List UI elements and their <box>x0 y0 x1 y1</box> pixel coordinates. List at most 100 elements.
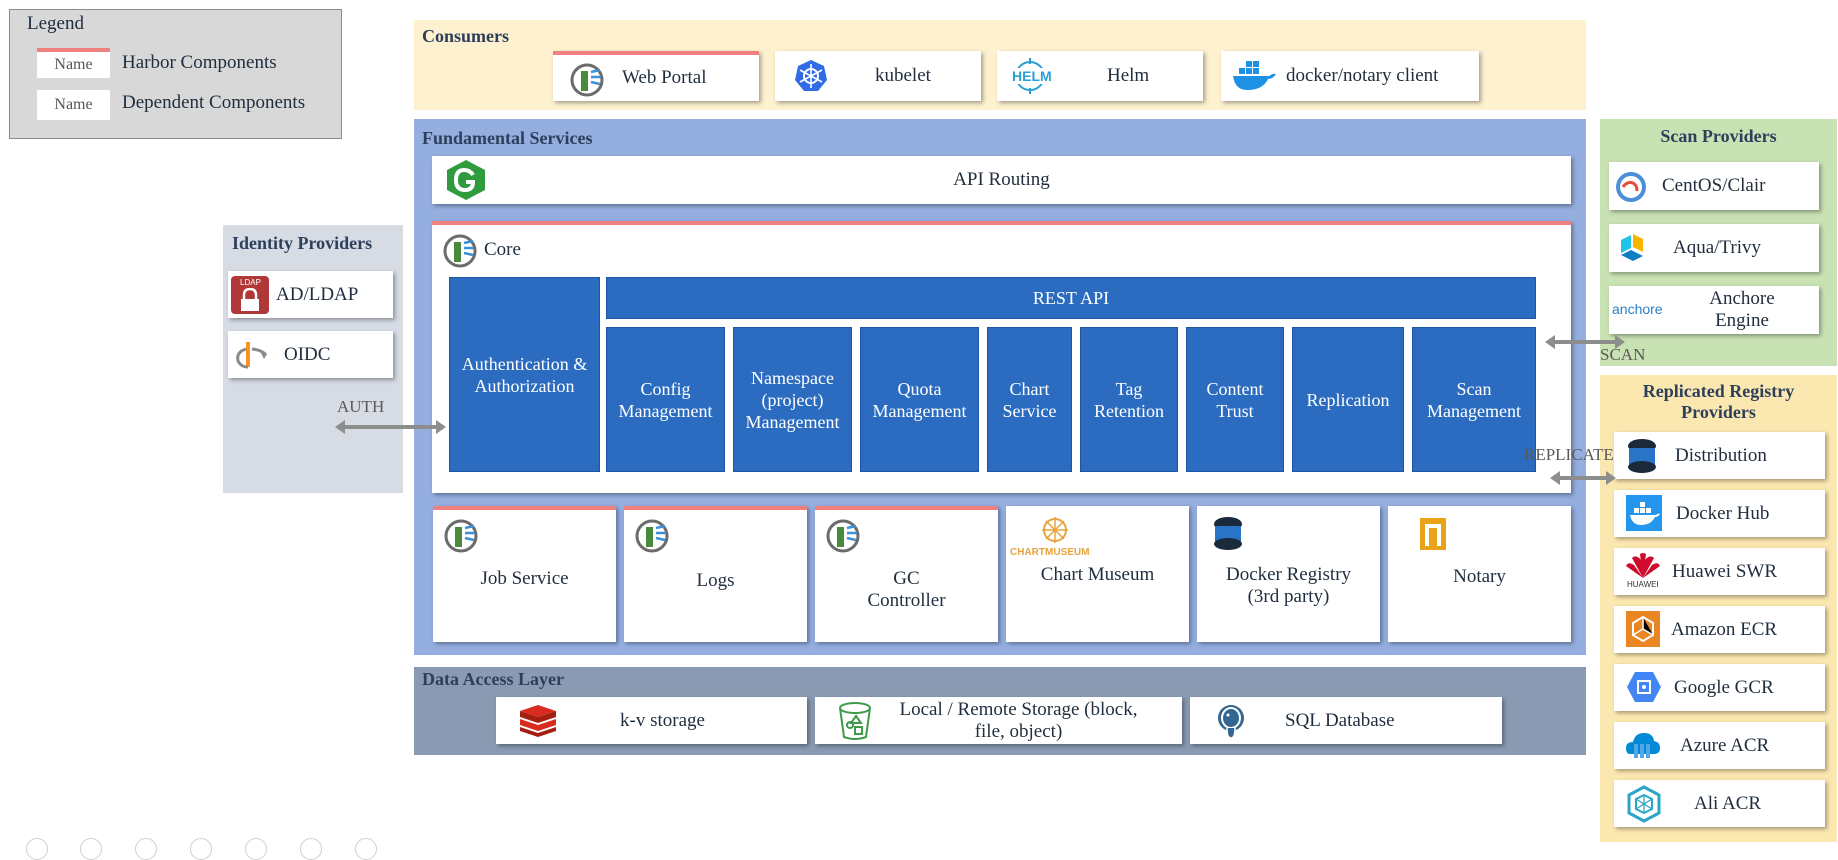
kv-storage-label: k-v storage <box>620 709 705 731</box>
docker-client-label: docker/notary client <box>1286 65 1439 86</box>
harbor-icon <box>634 518 670 560</box>
docker-hub-label: Docker Hub <box>1676 502 1770 524</box>
distribution-label: Distribution <box>1675 444 1767 466</box>
carousel-dot[interactable] <box>135 838 157 860</box>
google-gcr-icon <box>1626 669 1662 711</box>
replicate-connector-arrow <box>1550 471 1616 485</box>
trivy-label: Aqua/Trivy <box>1673 237 1761 258</box>
anchore-logo: anchore <box>1612 301 1663 317</box>
chart-service-module: Chart Service <box>987 327 1072 472</box>
job-service-card: Job Service <box>433 506 616 642</box>
distribution-icon <box>1624 437 1660 481</box>
helm-card: HELM Helm <box>997 51 1203 101</box>
ldap-card: LDAP AD/LDAP <box>228 271 393 318</box>
consumers-title: Consumers <box>422 26 510 46</box>
config-management-module: Config Management <box>606 327 725 472</box>
legend-harbor-swatch: Name <box>37 48 110 78</box>
helm-logo-text: HELM <box>1011 68 1053 84</box>
carousel-dot[interactable] <box>80 838 102 860</box>
anchore-card: anchore Anchore Engine <box>1609 286 1819 334</box>
rest-api-bar: REST API <box>606 277 1536 319</box>
quota-management-module: Quota Management <box>860 327 979 472</box>
google-gcr-card: Google GCR <box>1614 664 1825 711</box>
oidc-card: OIDC <box>228 331 393 378</box>
harbor-icon <box>569 62 605 104</box>
bucket-icon <box>837 701 873 747</box>
azure-acr-card: Azure ACR <box>1614 722 1825 769</box>
auth-connector-label: AUTH <box>337 397 385 416</box>
oidc-label: OIDC <box>284 343 331 365</box>
auth-module: Authentication & Authorization <box>449 277 600 472</box>
chartmuseum-logo-text: CHARTMUSEUM <box>1010 547 1090 558</box>
auth-connector-arrow <box>335 420 446 434</box>
harbor-icon <box>443 518 479 560</box>
clair-card: CentOS/Clair <box>1609 162 1819 210</box>
openid-icon <box>234 339 270 375</box>
azure-acr-label: Azure ACR <box>1680 734 1770 756</box>
trivy-card: Aqua/Trivy <box>1609 224 1819 272</box>
carousel-dot[interactable] <box>355 838 377 860</box>
harbor-icon <box>442 233 478 274</box>
scan-connector-arrow <box>1545 335 1625 349</box>
google-gcr-label: Google GCR <box>1674 676 1774 698</box>
gc-controller-card: GC Controller <box>815 506 998 642</box>
identity-providers-title: Identity Providers <box>232 233 373 253</box>
carousel-dot[interactable] <box>245 838 267 860</box>
gc-controller-label: GC Controller <box>867 568 946 611</box>
replication-module: Replication <box>1292 327 1404 472</box>
storage-card: Local / Remote Storage (block, file, obj… <box>815 697 1182 744</box>
carousel-dot[interactable] <box>300 838 322 860</box>
huawei-icon: HUAWEI <box>1624 552 1662 592</box>
web-portal-card: Web Portal <box>553 51 759 101</box>
api-routing-label: API Routing <box>953 169 1050 190</box>
replicated-providers-title: Replicated Registry Providers <box>1642 381 1795 422</box>
tag-retention-module: Tag Retention <box>1080 327 1178 472</box>
legend: Legend Name Harbor Components Name Depen… <box>9 9 342 139</box>
legend-swatch-text: Name <box>54 56 93 73</box>
content-trust-module: Content Trust <box>1186 327 1284 472</box>
trivy-icon <box>1617 232 1647 268</box>
kubelet-card: kubelet <box>775 51 981 101</box>
ldap-label: AD/LDAP <box>276 283 359 305</box>
ali-acr-card: Ali ACR <box>1614 780 1825 827</box>
amazon-ecr-card: Amazon ECR <box>1614 606 1825 653</box>
legend-dependent-swatch: Name <box>37 90 110 120</box>
legend-swatch-text: Name <box>54 96 93 113</box>
docker-hub-icon <box>1626 495 1662 531</box>
helm-label: Helm <box>1107 65 1150 86</box>
notary-label: Notary <box>1453 566 1506 587</box>
fundamental-services-title: Fundamental Services <box>422 128 593 148</box>
notary-card: Notary <box>1388 506 1571 642</box>
redis-icon <box>518 703 558 743</box>
carousel-dot[interactable] <box>190 838 212 860</box>
legend-dependent-label: Dependent Components <box>122 92 306 113</box>
ldap-icon: LDAP <box>231 276 269 314</box>
chart-museum-card: CHARTMUSEUM Chart Museum <box>1006 506 1189 642</box>
api-routing-card: API Routing <box>432 156 1571 204</box>
nginx-icon <box>444 159 488 207</box>
amazon-ecr-label: Amazon ECR <box>1671 618 1778 640</box>
chart-museum-label: Chart Museum <box>1040 564 1155 585</box>
sql-database-label: SQL Database <box>1285 709 1395 731</box>
ldap-badge-text: LDAP <box>240 278 261 287</box>
huawei-swr-label: Huawei SWR <box>1672 560 1778 582</box>
web-portal-label: Web Portal <box>622 67 707 88</box>
storage-label: Local / Remote Storage (block, file, obj… <box>899 698 1138 742</box>
docker-whale-icon <box>1231 60 1277 98</box>
logs-label: Logs <box>696 570 735 591</box>
clair-label: CentOS/Clair <box>1662 175 1766 196</box>
scan-providers-title: Scan Providers <box>1660 126 1777 146</box>
ali-acr-label: Ali ACR <box>1694 792 1762 814</box>
scan-connector-label: SCAN <box>1600 345 1646 364</box>
kubernetes-icon <box>793 58 829 100</box>
anchore-label: Anchore Engine <box>1709 288 1775 331</box>
docker-registry-label: Docker Registry (3rd party) <box>1225 564 1352 607</box>
legend-harbor-label: Harbor Components <box>122 52 277 73</box>
huawei-logo-text: HUAWEI <box>1627 580 1659 589</box>
carousel-dot[interactable] <box>26 838 48 860</box>
harbor-icon <box>825 518 861 560</box>
job-service-label: Job Service <box>480 568 569 589</box>
notary-icon <box>1420 518 1446 556</box>
replicate-connector-label: REPLICATE <box>1524 445 1614 464</box>
chartmuseum-icon: CHARTMUSEUM <box>1010 516 1100 562</box>
